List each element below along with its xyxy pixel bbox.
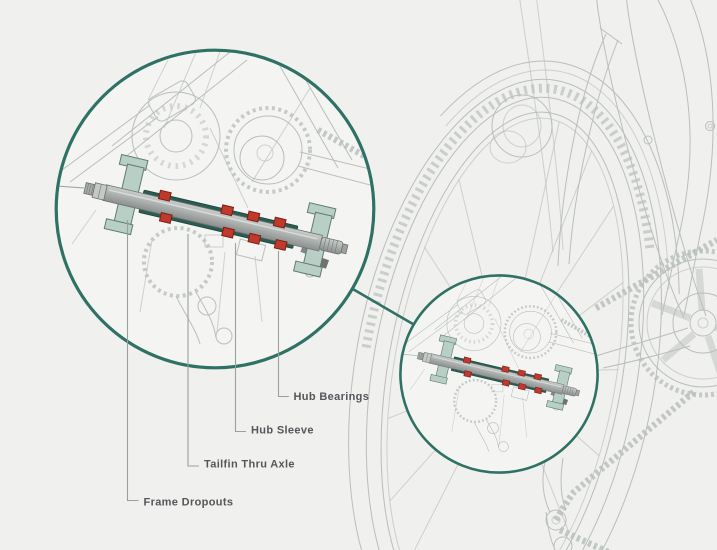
detail-circle-large <box>54 48 376 370</box>
chain-upper <box>594 237 717 311</box>
label-hub-sleeve: Hub Sleeve <box>251 425 314 437</box>
chain-derailleur <box>558 527 610 550</box>
labels: Hub Bearings Hub Sleeve Tailfin Thru Axl… <box>144 391 370 509</box>
detail-circle-small <box>399 274 599 474</box>
crank-spider <box>650 268 717 375</box>
label-frame-dropouts: Frame Dropouts <box>144 497 234 509</box>
chain-lower <box>553 387 699 522</box>
down-tube <box>657 0 714 316</box>
leader-hub-sleeve <box>234 243 246 433</box>
label-hub-bearings: Hub Bearings <box>294 391 370 403</box>
chainring <box>628 248 717 398</box>
tire-cap <box>489 94 553 164</box>
seat-stay <box>519 0 623 267</box>
fender-inner <box>445 69 670 290</box>
leader-frame-dropouts <box>126 220 139 502</box>
fender-outer <box>440 60 680 295</box>
leader-hub-bearings <box>277 251 289 398</box>
label-tailfin-thru-axle: Tailfin Thru Axle <box>204 459 295 471</box>
leader-lines <box>126 220 289 502</box>
leader-thru-axle <box>187 234 199 467</box>
tire-knobs <box>361 83 655 349</box>
connector-line <box>352 288 414 326</box>
